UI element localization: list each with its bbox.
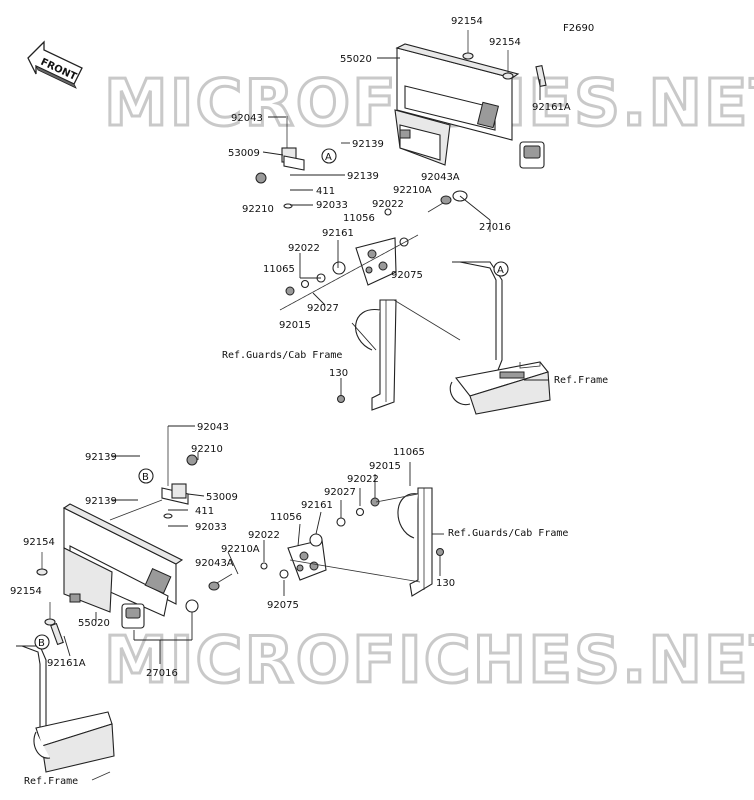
pad-92161A-lower: [50, 622, 64, 646]
label-92161-lower: 92161: [301, 500, 333, 511]
screw-92154-lower-b: [44, 602, 56, 626]
label-92043-lower: 92043: [197, 422, 229, 433]
label-ref-frame-upper: Ref.Frame: [554, 375, 608, 386]
hardware-stack-upper: [285, 208, 409, 296]
label-130-upper: 130: [329, 368, 348, 379]
screw-92154-lower-a: [36, 552, 48, 576]
label-130-lower: 130: [436, 578, 455, 589]
lamp-27016-upper: [452, 141, 545, 202]
bracket-53009-upper: [255, 116, 305, 209]
label-92022-lower-a: 92022: [347, 474, 379, 485]
label-92027-upper: 92027: [307, 303, 339, 314]
callout-b-lower-circle: [138, 468, 154, 484]
plate-11056-upper: [355, 237, 397, 286]
lamp-27016-lower: [121, 599, 199, 629]
label-92161A-upper: 92161A: [532, 102, 571, 113]
label-92210-upper: 92210: [242, 204, 274, 215]
label-92075-lower: 92075: [267, 600, 299, 611]
callout-a-upper-circle: [321, 148, 337, 164]
label-92022-upper-a: 92022: [372, 199, 404, 210]
label-ref-guards-lower: Ref.Guards/Cab Frame: [448, 528, 568, 539]
callout-a-frame: A: [497, 265, 504, 276]
front-arrow-icon: FRONT: [27, 40, 83, 89]
figure-code: F2690: [563, 23, 594, 34]
label-92022-lower-b: 92022: [248, 530, 280, 541]
bolt-92043A-upper: [427, 195, 452, 213]
label-55020-lower: 55020: [78, 618, 110, 629]
label-92075-upper: 92075: [391, 270, 423, 281]
label-92154-lower-a: 92154: [23, 537, 55, 548]
label-92015-lower: 92015: [369, 461, 401, 472]
label-92015-upper: 92015: [279, 320, 311, 331]
label-ref-frame-lower: Ref.Frame: [24, 776, 78, 787]
screw-92154-upper-a: [462, 30, 474, 60]
label-92154-lower-b: 92154: [10, 586, 42, 597]
callout-b-frame-circle: [34, 634, 50, 650]
label-92139-lower-b: 92139: [85, 496, 117, 507]
callout-b-frame: B: [38, 638, 45, 649]
bracket-53009-lower: [161, 426, 198, 519]
screw-92154-upper-b: [502, 50, 514, 80]
label-92154-upper-a: 92154: [451, 16, 483, 27]
label-11065-lower: 11065: [393, 447, 425, 458]
callout-a-frame-circle: [493, 261, 509, 277]
label-411-lower: 411: [195, 506, 214, 517]
label-53009-lower: 53009: [206, 492, 238, 503]
guards-cab-frame-upper: [337, 299, 397, 411]
pad-92161A-upper: [535, 64, 547, 88]
label-92210A-upper: 92210A: [393, 185, 432, 196]
label-411-upper: 411: [316, 186, 335, 197]
callout-a-upper: A: [325, 152, 332, 163]
label-92033-lower: 92033: [195, 522, 227, 533]
label-92027-lower: 92027: [324, 487, 356, 498]
label-92139-lower-a: 92139: [85, 452, 117, 463]
label-11056-upper: 11056: [343, 213, 375, 224]
label-92210-lower: 92210: [191, 444, 223, 455]
label-92139-upper-a: 92139: [352, 139, 384, 150]
label-92033-upper: 92033: [316, 200, 348, 211]
frame-lower: [16, 645, 115, 773]
frame-upper: [449, 261, 551, 415]
label-92043-upper: 92043: [231, 113, 263, 124]
label-92210A-lower: 92210A: [221, 544, 260, 555]
label-92139-upper-b: 92139: [347, 171, 379, 182]
lower-assembly: B: [16, 425, 444, 781]
label-92161A-lower: 92161A: [47, 658, 86, 669]
guards-cab-frame-lower: [397, 487, 444, 597]
lower-labels: 92043 92139 92210 11065 92015 92022 9202…: [10, 422, 568, 787]
plate-11056-lower: [287, 539, 327, 581]
label-92022-upper-b: 92022: [288, 243, 320, 254]
label-53009-upper: 53009: [228, 148, 260, 159]
taillight-housing-upper: [394, 43, 520, 166]
label-27016-upper: 27016: [479, 222, 511, 233]
watermark-lower: MICROFICHES.NET: [104, 624, 754, 698]
label-11065-upper: 11065: [263, 264, 295, 275]
label-92154-upper-b: 92154: [489, 37, 521, 48]
label-27016-lower: 27016: [146, 668, 178, 679]
callout-b-lower: B: [142, 472, 149, 483]
label-ref-guards-upper: Ref.Guards/Cab Frame: [222, 350, 342, 361]
label-92043A-upper: 92043A: [421, 172, 460, 183]
taillight-housing-lower: [62, 503, 184, 617]
label-11056-lower: 11056: [270, 512, 302, 523]
upper-labels: 92154 92154 55020 92161A 92043 53009 921…: [222, 16, 608, 386]
label-92043A-lower: 92043A: [195, 558, 234, 569]
label-55020-upper: 55020: [340, 54, 372, 65]
upper-assembly: A: [255, 30, 551, 415]
bolt-92043A-lower: [208, 573, 233, 591]
label-92161-upper: 92161: [322, 228, 354, 239]
